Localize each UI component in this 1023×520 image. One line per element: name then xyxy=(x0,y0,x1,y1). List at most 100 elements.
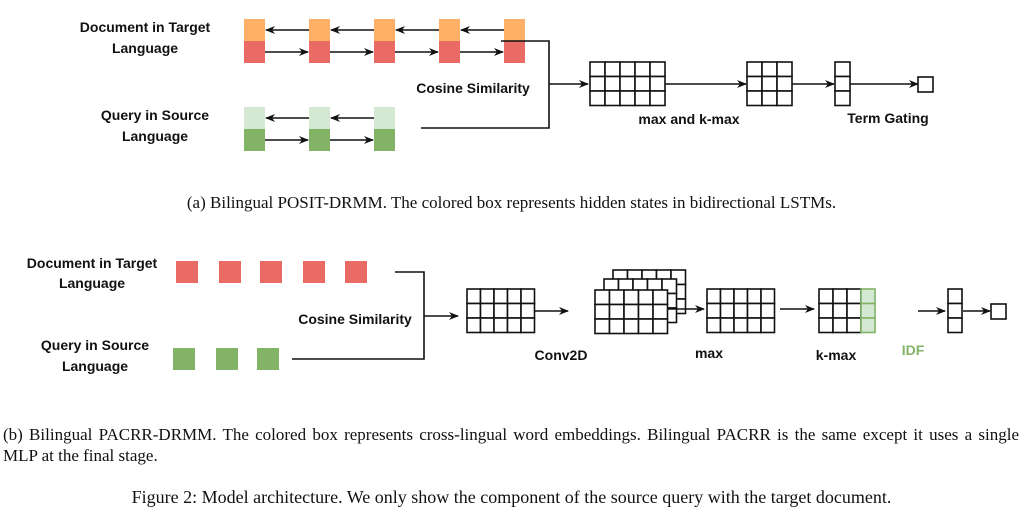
caption-a: (a) Bilingual POSIT-DRMM. The colored bo… xyxy=(186,193,837,212)
backward-state-box xyxy=(309,19,330,41)
grid-cell xyxy=(520,317,536,334)
grid-cell xyxy=(608,303,625,320)
grid-cell xyxy=(506,302,522,319)
grid-cell xyxy=(733,302,749,319)
grid-cell xyxy=(776,90,793,107)
feature-map-front xyxy=(594,289,669,335)
forward-state-box xyxy=(309,129,330,151)
grid-cell xyxy=(466,317,482,334)
backward-state-box xyxy=(244,19,265,41)
embedding-box xyxy=(257,348,279,370)
idf-cell xyxy=(860,288,876,305)
grid-cell xyxy=(520,288,536,305)
max-kmax-label: max and k-max xyxy=(638,111,739,127)
grid-cell xyxy=(608,289,625,306)
grid-cell xyxy=(623,318,640,335)
grid-cell xyxy=(594,318,611,335)
grid-cell xyxy=(761,61,778,78)
query-label-a-line2: Language xyxy=(122,128,188,144)
embedding-box xyxy=(176,261,198,283)
embedding-box xyxy=(216,348,238,370)
grid-cell xyxy=(761,75,778,92)
grid-cell xyxy=(746,288,762,305)
embedding-box xyxy=(173,348,195,370)
grid-cell xyxy=(493,288,509,305)
grid-cell xyxy=(746,317,762,334)
grid-cell xyxy=(506,288,522,305)
kmax-matrix-with-idf xyxy=(818,288,876,334)
embedding-box xyxy=(303,261,325,283)
grid-cell xyxy=(466,302,482,319)
idf-label: IDF xyxy=(902,342,925,358)
forward-state-box xyxy=(244,129,265,151)
embedding-box xyxy=(219,261,241,283)
grid-cell xyxy=(818,302,834,319)
grid-cell xyxy=(589,61,606,78)
grid-cell xyxy=(846,317,862,334)
grid-cell xyxy=(594,289,611,306)
grid-cell xyxy=(637,318,654,335)
grid-cell xyxy=(634,75,651,92)
grid-cell xyxy=(733,317,749,334)
grid-cell xyxy=(746,302,762,319)
term-gating-label: Term Gating xyxy=(847,110,928,126)
doc-embeddings-b xyxy=(176,261,367,283)
idf-cell xyxy=(860,302,876,319)
interaction-matrix-b xyxy=(466,288,536,334)
forward-state-box xyxy=(439,41,460,63)
grid-cell xyxy=(637,303,654,320)
vector-cells xyxy=(947,288,963,334)
grid-cell xyxy=(733,288,749,305)
grid-cell xyxy=(846,288,862,305)
grid-cell xyxy=(589,75,606,92)
grid-cell xyxy=(776,61,793,78)
grid-cell xyxy=(466,288,482,305)
query-embeddings-b xyxy=(173,348,279,370)
grid-cell xyxy=(649,61,666,78)
vector-cells xyxy=(834,61,851,107)
grid-cell xyxy=(649,90,666,107)
grid-cell xyxy=(649,75,666,92)
query-label-a-line1: Query in Source xyxy=(101,107,209,123)
grid-cell xyxy=(520,302,536,319)
grid-cell xyxy=(623,289,640,306)
grid-cell xyxy=(818,288,834,305)
embedding-box xyxy=(345,261,367,283)
pooled-matrix-a xyxy=(746,61,793,107)
matrix-cells xyxy=(746,61,793,107)
grid-cell xyxy=(776,75,793,92)
caption-b: (b) Bilingual PACRR-DRMM. The colored bo… xyxy=(3,425,1019,465)
idf-cell xyxy=(860,317,876,334)
gated-vector-a xyxy=(834,61,851,107)
grid-cell xyxy=(493,302,509,319)
grid-cell xyxy=(719,302,735,319)
max-pooled-matrix-b xyxy=(706,288,776,334)
matrix-cells xyxy=(466,288,536,334)
grid-cell xyxy=(947,302,963,319)
doc-label-b-line1: Document in Target xyxy=(27,255,158,271)
backward-state-box xyxy=(504,19,525,41)
grid-cell xyxy=(947,288,963,305)
kmax-label: k-max xyxy=(816,347,857,363)
grid-cell xyxy=(604,90,621,107)
doc-label-a-line2: Language xyxy=(112,40,178,56)
forward-state-box xyxy=(309,41,330,63)
grid-cell xyxy=(746,90,763,107)
forward-state-box xyxy=(504,41,525,63)
cosine-similarity-label-a: Cosine Similarity xyxy=(416,80,530,96)
grid-cell xyxy=(637,289,654,306)
forward-state-box xyxy=(374,41,395,63)
backward-state-box xyxy=(309,107,330,129)
grid-cell xyxy=(947,317,963,334)
grid-cell xyxy=(604,61,621,78)
output-score-b xyxy=(990,303,1007,320)
backward-state-box xyxy=(374,107,395,129)
query-label-b-line2: Language xyxy=(62,358,128,374)
cosine-similarity-label-b: Cosine Similarity xyxy=(298,311,412,327)
backward-state-box xyxy=(244,107,265,129)
query-lstm-states-a xyxy=(244,107,395,151)
grid-cell xyxy=(506,317,522,334)
grid-cell xyxy=(832,302,848,319)
grid-cell xyxy=(652,318,669,335)
grid-cell xyxy=(746,61,763,78)
